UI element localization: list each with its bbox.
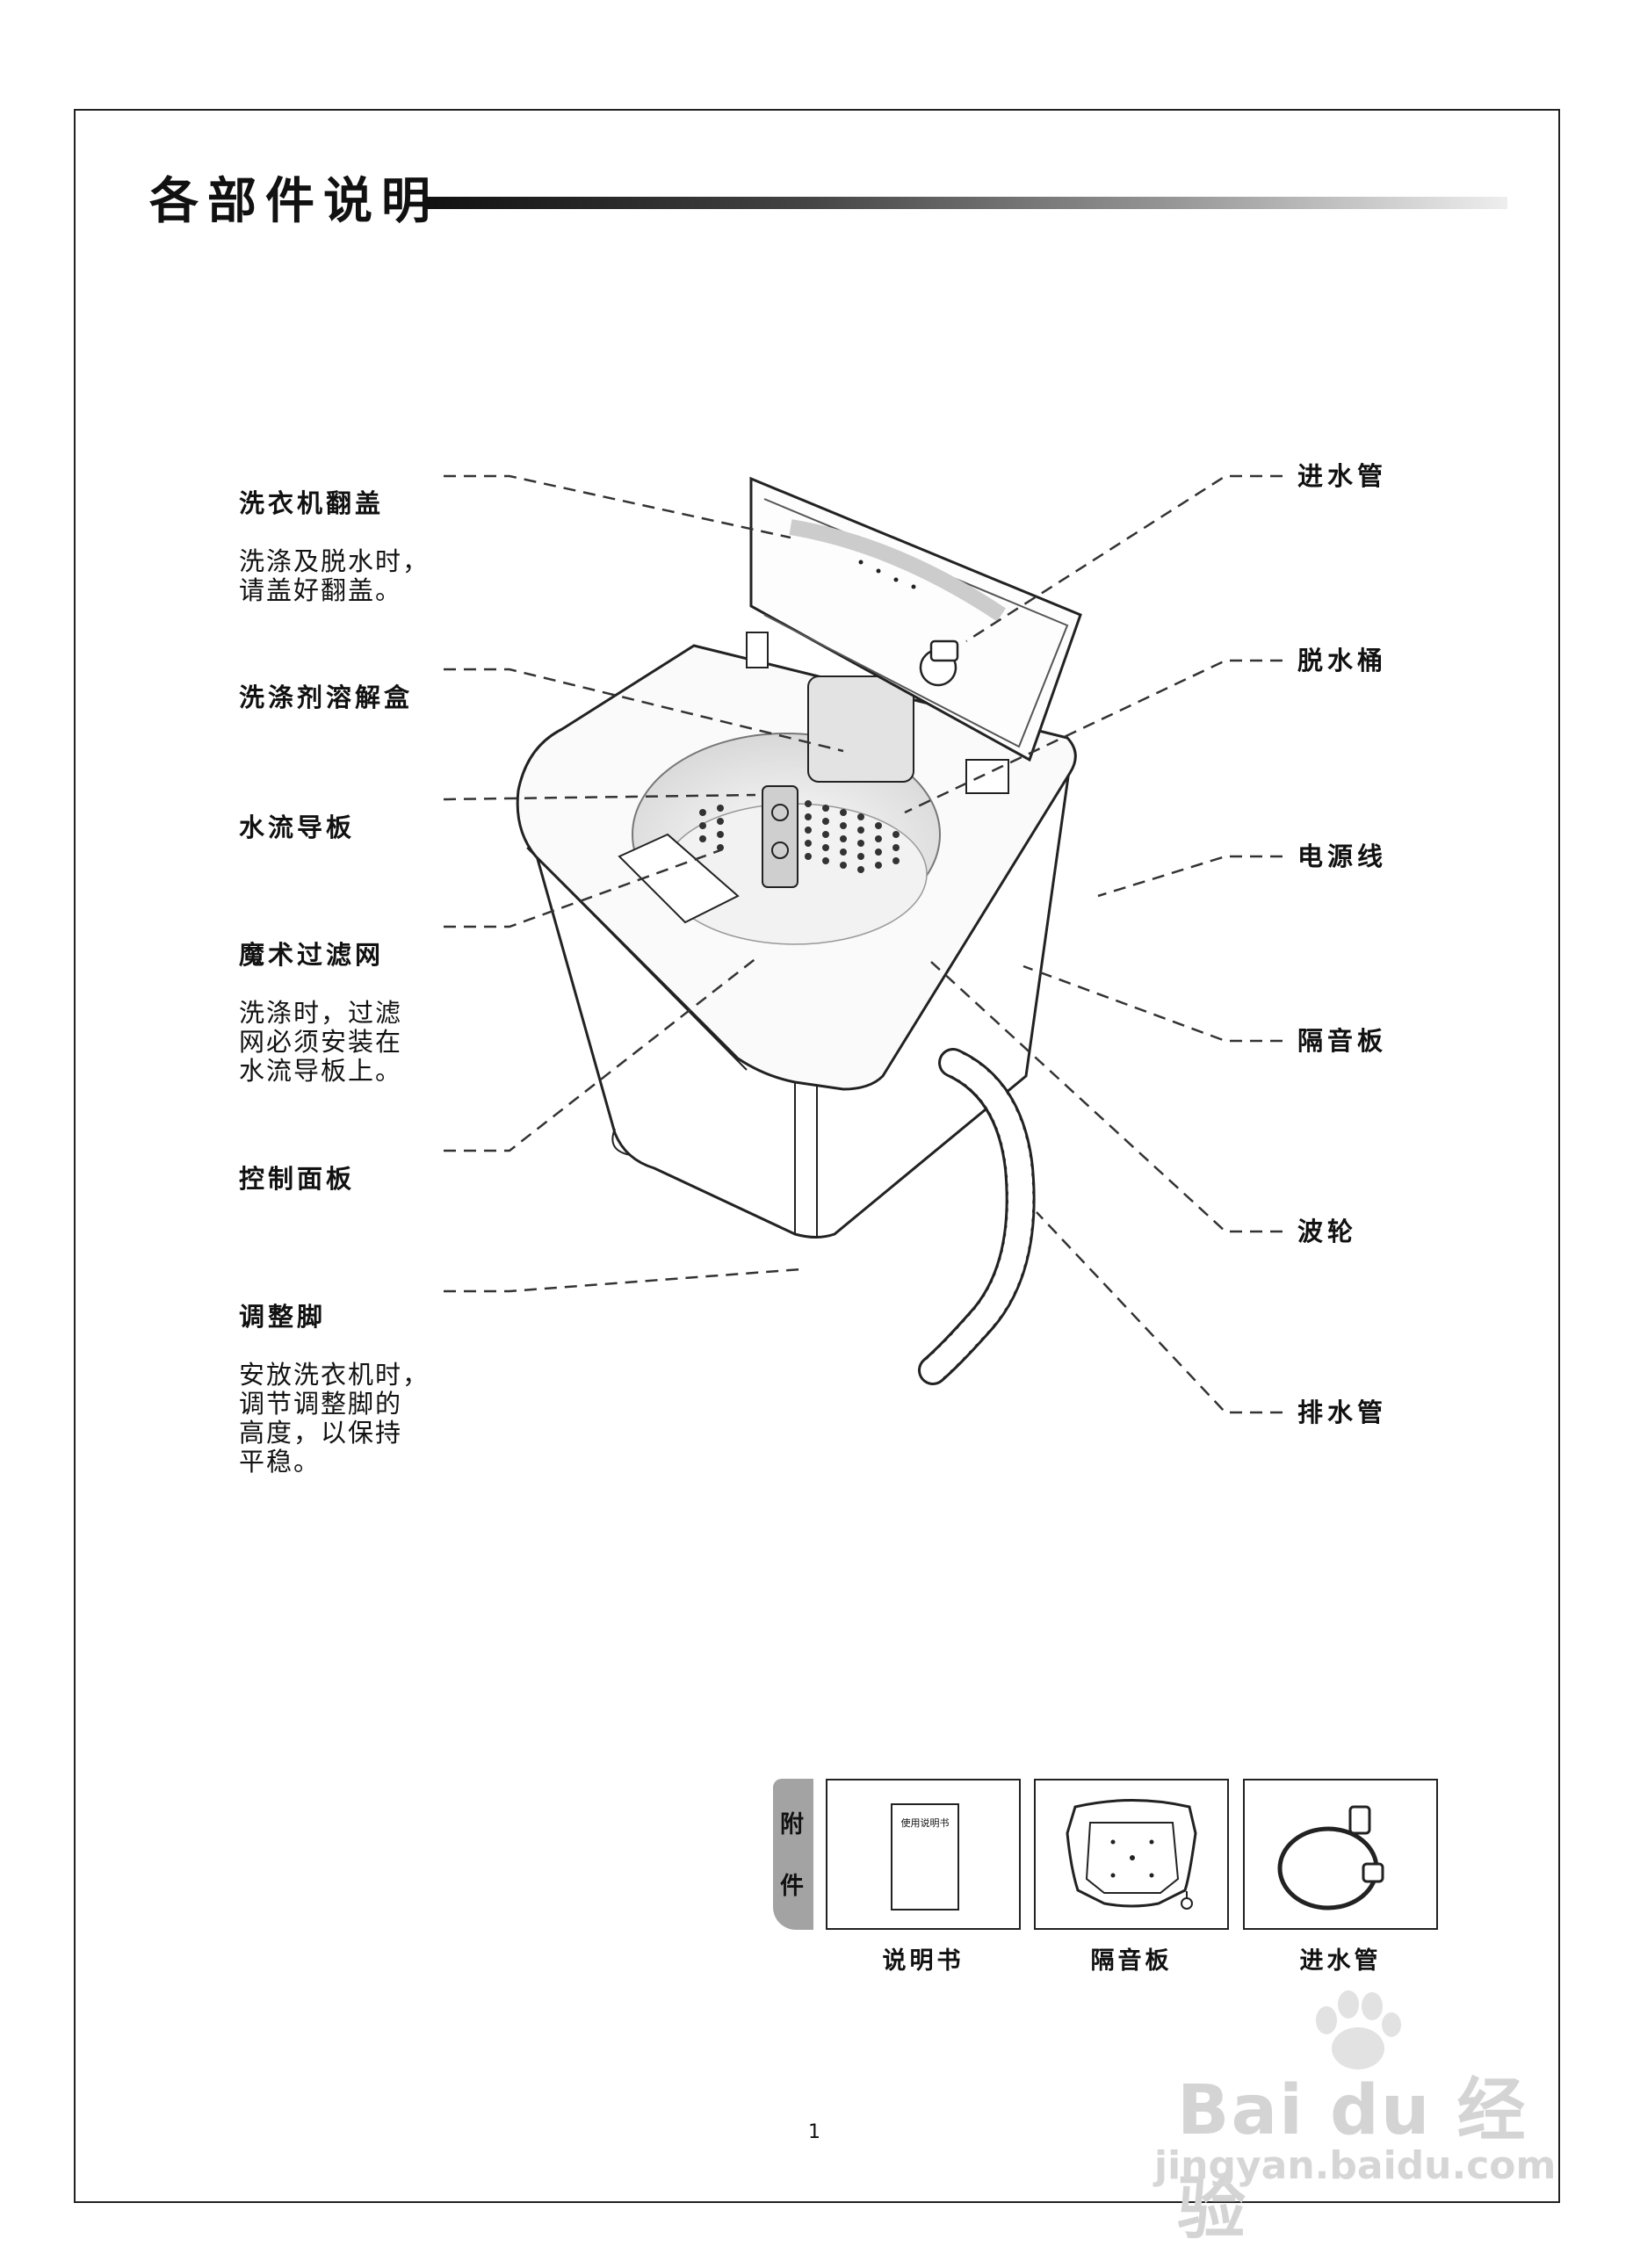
label-inlet-pipe: 进水管 <box>1297 461 1388 491</box>
callout-control-panel-title: 控制面板 <box>239 1164 356 1194</box>
title-gradient-bar <box>427 197 1507 209</box>
page-frame <box>74 109 1560 2203</box>
water-guide-plate <box>762 785 798 888</box>
label-spin-tub: 脱水桶 <box>1297 646 1388 675</box>
accessories-tab-char-2: 件 <box>780 1873 804 1900</box>
callout-lid-title: 洗衣机翻盖 <box>239 488 385 518</box>
label-sound-plate: 隔音板 <box>1297 1026 1388 1056</box>
machine-body <box>517 763 1072 1239</box>
manual-booklet-icon: 使用说明书 <box>891 1803 959 1910</box>
callout-detergent-box: 洗涤剂溶解盒 <box>239 654 413 741</box>
accessory-label-sound-plate: 隔音板 <box>1090 1947 1173 1975</box>
lid <box>749 476 1082 762</box>
label-drain-pipe: 排水管 <box>1297 1398 1388 1427</box>
leader-lines <box>443 474 1283 1414</box>
paw-logo-icon <box>1316 1990 1401 2069</box>
page-title: 各部件说明 <box>149 173 439 230</box>
label-pulsator: 波轮 <box>1297 1217 1358 1246</box>
baidu-watermark: Bai du 经验 jingyan.baidu.com <box>1151 1990 1556 2249</box>
tub-holes <box>699 800 900 873</box>
accessories-tab-char-1: 附 <box>780 1811 804 1838</box>
control-panel <box>618 833 740 924</box>
accessory-label-manual: 说明书 <box>882 1947 965 1975</box>
accessory-inlet-pipe-box <box>1243 1779 1438 1930</box>
accessory-sound-plate-box <box>1034 1779 1229 1930</box>
inlet-hose-icon <box>1277 1805 1384 1910</box>
sound-plate-icon <box>1066 1799 1197 1910</box>
callout-lid: 洗衣机翻盖 洗涤及脱水时， 请盖好翻盖。 <box>239 460 430 634</box>
callout-filter-desc: 洗涤时，过滤 网必须安装在 水流导板上。 <box>239 998 403 1086</box>
callout-control-panel: 控制面板 <box>239 1136 355 1223</box>
accessories-tab: 附 件 <box>773 1779 813 1930</box>
callout-water-guide-title: 水流导板 <box>239 813 356 842</box>
callout-water-guide: 水流导板 <box>239 784 355 871</box>
callout-adjust-foot-title: 调整脚 <box>239 1302 327 1332</box>
callout-adjust-foot-desc: 安放洗衣机时， 调节调整脚的 高度，以保持 平稳。 <box>239 1360 430 1477</box>
accessory-label-inlet-pipe: 进水管 <box>1299 1947 1382 1975</box>
callout-filter: 魔术过滤网 洗涤时，过滤 网必须安装在 水流导板上。 <box>239 912 402 1115</box>
label-power-cord: 电源线 <box>1297 841 1388 871</box>
accessory-manual-box: 使用说明书 <box>826 1779 1021 1930</box>
detergent-box <box>807 675 914 783</box>
page-number: 1 <box>808 2121 820 2143</box>
callout-filter-title: 魔术过滤网 <box>239 940 385 970</box>
callout-lid-desc: 洗涤及脱水时， 请盖好翻盖。 <box>239 546 430 605</box>
booklet-cover-text: 使用说明书 <box>900 1817 950 1829</box>
callout-adjust-foot: 调整脚 安放洗衣机时， 调节调整脚的 高度，以保持 平稳。 <box>239 1274 430 1506</box>
callout-detergent-box-title: 洗涤剂溶解盒 <box>239 683 414 712</box>
watermark-logo-text: Bai du 经验 <box>1177 2071 1528 2249</box>
watermark-url: jingyan.baidu.com <box>1154 2143 1557 2188</box>
inlet-valve <box>919 639 959 687</box>
